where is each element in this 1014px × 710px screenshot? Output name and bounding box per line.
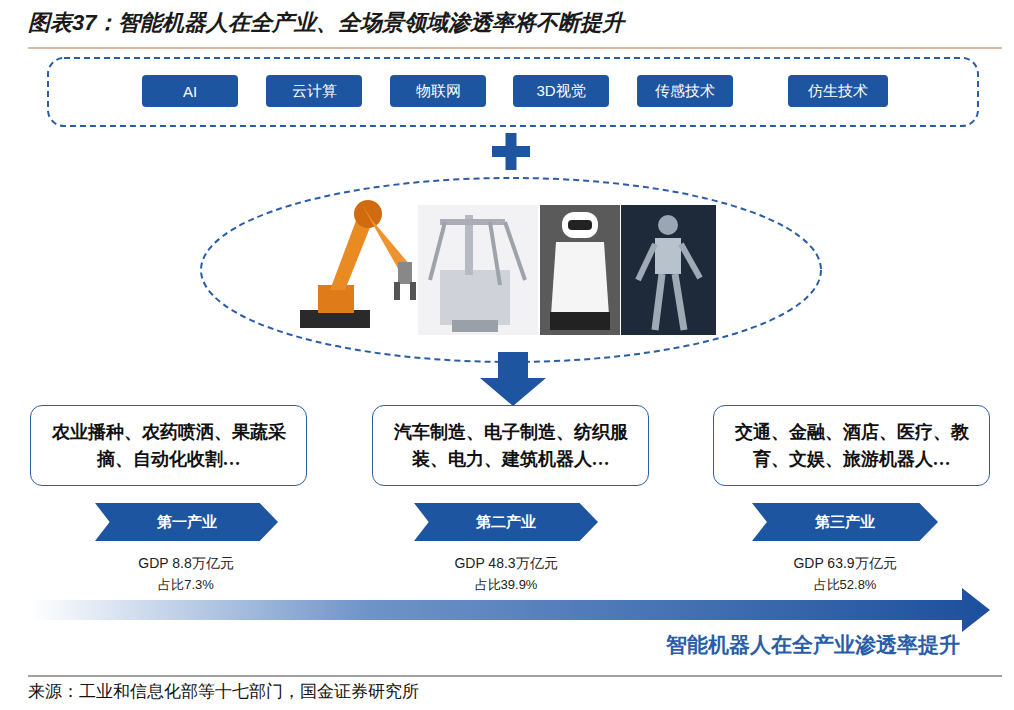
tech-pill: 仿生技术 bbox=[788, 75, 888, 107]
node-text: 第二产业 bbox=[476, 513, 536, 532]
progress-arrow bbox=[30, 588, 990, 632]
node-text: 第三产业 bbox=[815, 513, 875, 532]
node-text: 农业播种、农药喷洒、果蔬采摘、自动化收割… bbox=[43, 419, 294, 471]
node-text: 传感技术 bbox=[655, 82, 715, 101]
tech-pill: AI bbox=[142, 75, 238, 107]
label-text: GDP 8.8万亿元 bbox=[76, 555, 296, 573]
robot-frame bbox=[201, 178, 821, 362]
source-caption: 来源：工业和信息化部等十七部门，国金证券研究所 bbox=[28, 680, 988, 703]
node-text: 3D视觉 bbox=[536, 82, 585, 101]
tech-pill: 3D视觉 bbox=[513, 75, 609, 107]
title: 图表37：智能机器人在全产业、全场景领域渗透率将不断提升 bbox=[28, 8, 1008, 38]
down-arrow bbox=[480, 352, 546, 406]
label-text: 占比52.8% bbox=[735, 576, 955, 594]
tech-pill: 云计算 bbox=[266, 75, 362, 107]
title-rule bbox=[28, 47, 1002, 49]
label-text: 占比39.9% bbox=[396, 576, 616, 594]
service-robot bbox=[540, 205, 620, 335]
plus-sign bbox=[492, 133, 530, 170]
node-text: 第一产业 bbox=[157, 513, 217, 532]
sector-chevron: 第三产业 bbox=[752, 503, 938, 541]
tech-pill: 传感技术 bbox=[637, 75, 733, 107]
industry-box: 交通、金融、酒店、医疗、教育、文娱、旅游机器人… bbox=[713, 405, 990, 486]
node-text: 物联网 bbox=[416, 82, 461, 101]
node-text: 云计算 bbox=[292, 82, 337, 101]
industry-box: 农业播种、农药喷洒、果蔬采摘、自动化收割… bbox=[30, 405, 307, 486]
node-text: AI bbox=[183, 83, 197, 100]
tech-frame bbox=[48, 58, 978, 126]
sector-chevron: 第二产业 bbox=[414, 503, 598, 541]
arrow-caption: 智能机器人在全产业渗透率提升 bbox=[540, 631, 960, 659]
surgical-robot bbox=[418, 205, 538, 335]
label-text: GDP 48.3万亿元 bbox=[396, 555, 616, 573]
tech-pill: 物联网 bbox=[390, 75, 486, 107]
source-rule bbox=[28, 676, 1002, 677]
industrial-arm bbox=[300, 200, 416, 328]
node-text: 交通、金融、酒店、医疗、教育、文娱、旅游机器人… bbox=[726, 419, 977, 471]
node-text: 汽车制造、电子制造、纺织服装、电力、建筑机器人… bbox=[385, 419, 636, 471]
label-text: GDP 63.9万亿元 bbox=[735, 555, 955, 573]
industry-box: 汽车制造、电子制造、纺织服装、电力、建筑机器人… bbox=[372, 405, 649, 486]
label-text: 占比7.3% bbox=[76, 576, 296, 594]
node-text: 仿生技术 bbox=[808, 82, 868, 101]
sector-chevron: 第一产业 bbox=[95, 503, 278, 541]
humanoid-robot bbox=[621, 205, 716, 335]
